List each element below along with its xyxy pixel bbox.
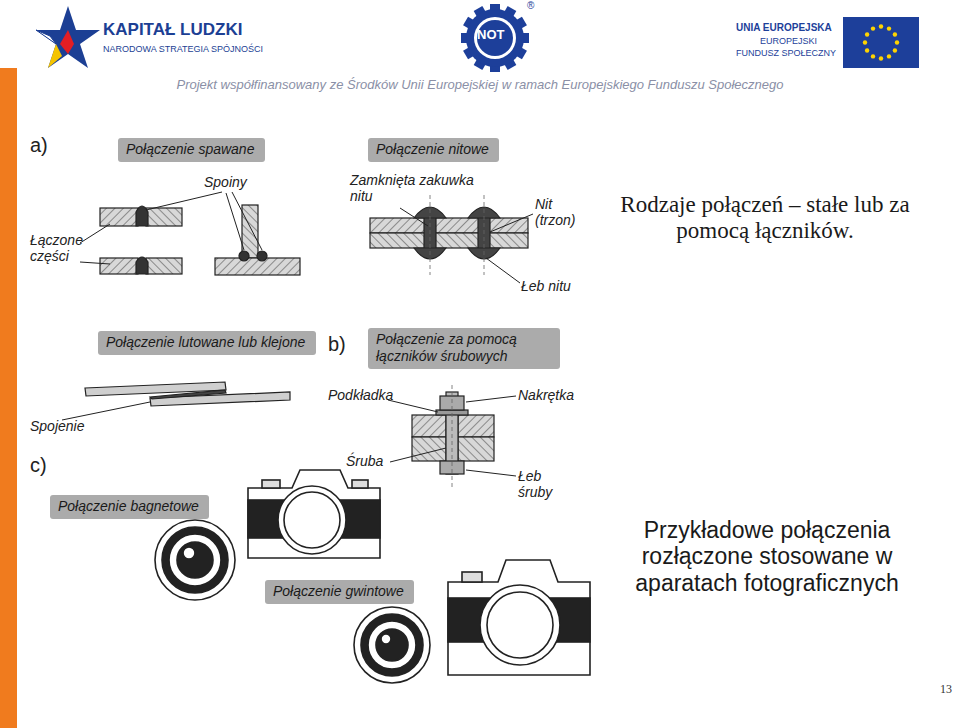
section-letter: a): [30, 134, 48, 157]
part-label: Spojenie: [30, 418, 85, 434]
label-bar: Połączenie gwintowe: [265, 580, 414, 604]
logo-text: NOT: [477, 28, 504, 43]
eu-star: [865, 32, 869, 36]
label-bar: Połączenie za pomocą łączników śrubowych: [368, 328, 560, 369]
eu-star: [865, 48, 869, 52]
bar-text: Połączenie nitowe: [376, 141, 491, 158]
bar-text: Połączenie za pomocą łączników śrubowych: [376, 331, 552, 365]
label-bar: Połączenie spawane: [118, 138, 265, 162]
eu-star: [893, 32, 897, 36]
part-label: Łeb nitu: [521, 278, 571, 294]
camera-thread: [448, 560, 590, 675]
part-label: Spoiny: [204, 174, 247, 190]
bar-text: Połączenie lutowane lub klejone: [106, 334, 308, 351]
soldered-joint: [85, 382, 290, 406]
logo-text: NARODOWA STRATEGIA SPÓJNOŚCI: [103, 44, 263, 54]
eu-star: [879, 56, 883, 60]
bar-text: Połączenie bagnetowe: [58, 498, 201, 515]
logo-text: EUROPEJSKI: [760, 36, 817, 46]
page-number: 13: [940, 683, 952, 697]
eu-star: [893, 48, 897, 52]
section-letter: c): [30, 454, 47, 477]
riveted-joint: [370, 195, 528, 275]
eu-star: [887, 54, 891, 58]
eu-star: [887, 26, 891, 30]
lens-thread: [354, 607, 430, 683]
section-letter: b): [328, 333, 346, 356]
label-bar: Połączenie nitowe: [368, 138, 499, 162]
part-label: Łączone części: [30, 232, 82, 264]
bolted-joint: [412, 385, 494, 490]
label-bar: Połączenie bagnetowe: [50, 495, 209, 519]
part-label: Zamknięta zakuwka nitu: [350, 172, 480, 204]
eu-star: [863, 40, 867, 44]
logo-text: FUNDUSZ SPOŁECZNY: [736, 48, 836, 58]
not-logo: [461, 4, 529, 72]
part-label: Nakrętka: [518, 387, 574, 403]
label-bar: Połączenie lutowane lub klejone: [98, 331, 316, 355]
part-label: Podkładka: [328, 387, 393, 403]
eu-star: [895, 40, 899, 44]
kl-logo: [36, 6, 100, 68]
lens-bayonet: [155, 520, 235, 600]
slide-text: Przykładowe połączenia rozłączone stosow…: [612, 517, 922, 596]
bar-text: Połączenie gwintowe: [273, 583, 406, 600]
camera-bayonet: [248, 470, 380, 558]
side-bar: [0, 68, 17, 728]
logo-mark: ®: [527, 0, 534, 12]
eu-star: [879, 24, 883, 28]
part-label: Łeb śruby: [518, 468, 562, 500]
bar-text: Połączenie spawane: [126, 141, 257, 158]
welded-joint: [100, 205, 300, 275]
slide-text: Rodzaje połączeń – stałe lub za pomocą ł…: [600, 192, 930, 245]
logo-text: KAPITAŁ LUDZKI: [103, 20, 242, 40]
eu-star: [871, 26, 875, 30]
eu-star: [871, 54, 875, 58]
part-label: Śruba: [346, 453, 383, 469]
logo-text: UNIA EUROPEJSKA: [736, 22, 832, 34]
eu-flag: [843, 17, 919, 68]
part-label: Nit (trzon): [535, 196, 585, 228]
project-note: Projekt współfinansowany ze Środków Unii…: [140, 78, 820, 93]
